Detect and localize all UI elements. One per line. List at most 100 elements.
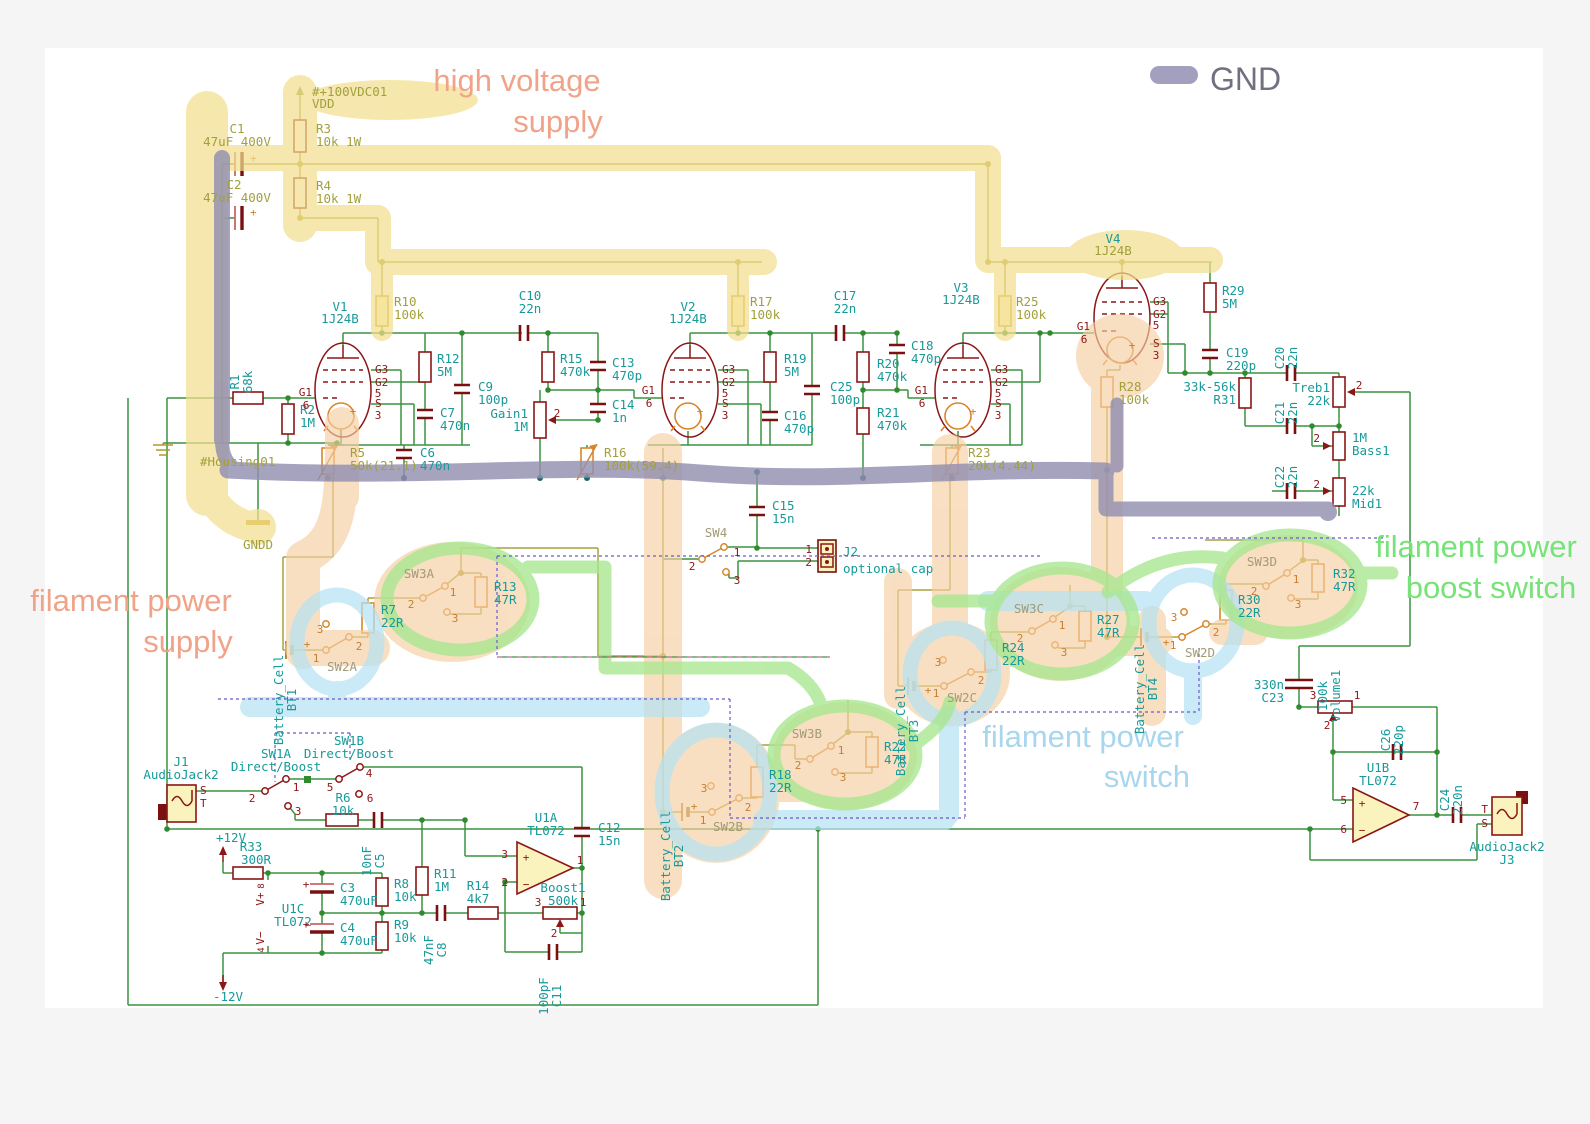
sw2d-pin2[interactable] <box>1202 620 1210 628</box>
j3-audiojack[interactable] <box>1491 791 1528 836</box>
r19[interactable] <box>763 351 777 383</box>
r9[interactable] <box>375 921 389 951</box>
r15[interactable] <box>541 351 555 383</box>
bass1-pot[interactable] <box>1332 431 1346 461</box>
sw2d-pin3[interactable] <box>1180 608 1188 616</box>
boost1-pot[interactable] <box>542 906 578 920</box>
r23-ref: R23 <box>968 445 991 460</box>
r31[interactable] <box>1238 377 1252 409</box>
tube-v3[interactable] <box>934 342 992 438</box>
sw2a-pin3[interactable] <box>322 620 330 628</box>
c21-val: 22n <box>1285 402 1300 425</box>
u1b-minus: − <box>1359 824 1366 837</box>
v3-g3: G3 <box>995 363 1008 376</box>
r20[interactable] <box>856 351 870 383</box>
c17-ref: C17 <box>834 288 857 303</box>
sw1b-pin6[interactable] <box>355 790 363 798</box>
j2-val: optional cap <box>843 561 933 576</box>
treb1-pot[interactable] <box>1332 376 1346 408</box>
boost1-p1: 1 <box>580 896 587 909</box>
volume1-pot[interactable] <box>1317 700 1353 714</box>
sw2d-pin1[interactable] <box>1178 633 1186 641</box>
c3-val: 470uF <box>340 893 378 908</box>
v3-p6: 6 <box>919 397 926 410</box>
c1-val: 47uF 400V <box>203 134 271 149</box>
r9-val: 10k <box>394 930 417 945</box>
c2-ref: C2 <box>226 177 241 192</box>
r6[interactable] <box>325 813 359 827</box>
r2[interactable] <box>281 403 295 435</box>
sw1a-pin1[interactable] <box>282 775 290 783</box>
r5-val: 50k(21.1) <box>350 458 418 473</box>
r21[interactable] <box>856 407 870 435</box>
sw4-pin2[interactable] <box>698 555 706 563</box>
highlight-hv-supply <box>186 75 1223 545</box>
r11-ref: R11 <box>434 866 457 881</box>
sw4-p1: 1 <box>734 546 741 559</box>
v4-cath-plus: + <box>1129 339 1136 352</box>
sw2b-ref: SW2B <box>713 819 743 834</box>
r33-val: 300R <box>241 852 272 867</box>
r29[interactable] <box>1203 282 1217 313</box>
sw1a-pin2[interactable] <box>261 787 269 795</box>
bt4-ref: BT4 <box>1145 678 1160 701</box>
sw1a-pin3[interactable] <box>284 802 292 810</box>
v1-p6: 6 <box>303 399 310 412</box>
v4-g3: G3 <box>1153 295 1166 308</box>
u1b-val: TL072 <box>1359 773 1397 788</box>
bass1-val: 1M <box>1352 430 1367 445</box>
annotation-fbs-line2: boost switch <box>1406 570 1577 605</box>
r1[interactable] <box>232 391 264 405</box>
v1-g3: G3 <box>375 363 388 376</box>
j1-audiojack[interactable] <box>158 784 197 823</box>
r11[interactable] <box>415 866 429 896</box>
sw2d-p1: 1 <box>1170 639 1177 652</box>
r22-val: 47R <box>884 752 907 767</box>
u1b-ref: U1B <box>1367 760 1390 775</box>
c21-ref: C21 <box>1272 402 1287 425</box>
v3-val: 1J24B <box>942 292 980 307</box>
u1c-vp: V+ <box>254 892 267 906</box>
sw4-pin1[interactable] <box>720 543 728 551</box>
r25-val: 100k <box>1016 307 1047 322</box>
annotation-texts: high voltage supply filament power suppl… <box>30 63 1577 794</box>
sw4-pin3[interactable] <box>722 568 730 576</box>
net-100vdc: #+100VDC01 <box>312 84 387 99</box>
sw2d-p2: 2 <box>1213 626 1220 639</box>
net-p12: +12V <box>216 830 247 845</box>
potentiometers[interactable] <box>533 376 1355 927</box>
u1a-opamp[interactable] <box>516 840 575 896</box>
sw1b-pin5[interactable] <box>335 775 343 783</box>
volume1-ref: Volume1 <box>1328 670 1343 723</box>
r7-ref: R7 <box>381 602 396 617</box>
r12[interactable] <box>418 351 432 383</box>
boost1-p2: 2 <box>551 927 558 940</box>
c5-val: 10nF <box>359 846 374 876</box>
r9-ref: R9 <box>394 917 409 932</box>
tube-v2[interactable] <box>661 342 719 438</box>
gain1-pot[interactable] <box>533 401 547 439</box>
j3-s: S <box>1481 817 1488 830</box>
r27-val: 47R <box>1097 625 1120 640</box>
u1b-opamp[interactable] <box>1352 786 1411 844</box>
volume1-p1: 1 <box>1354 689 1361 702</box>
sw1b-pin4[interactable] <box>356 763 364 771</box>
c24-ref: C24 <box>1437 789 1452 812</box>
r33[interactable] <box>232 866 264 880</box>
mid1-pot[interactable] <box>1332 477 1346 507</box>
sw3c-p2: 2 <box>1017 632 1024 645</box>
r14[interactable] <box>467 906 499 920</box>
r12-val: 5M <box>437 364 452 379</box>
sw3b-p1: 1 <box>838 744 845 757</box>
r8[interactable] <box>375 877 389 907</box>
v2-g3: G3 <box>722 363 735 376</box>
c23-val: 330n <box>1254 677 1284 692</box>
v3-s: S <box>995 397 1002 410</box>
c2-val: 47uF 400V <box>203 190 271 205</box>
c7-ref: C7 <box>440 405 455 420</box>
sw3d-p3: 3 <box>1295 598 1302 611</box>
bt3-val: Battery_Cell <box>893 686 908 776</box>
gain1-ref: Gain1 <box>490 406 528 421</box>
sw3c-p3: 3 <box>1061 646 1068 659</box>
